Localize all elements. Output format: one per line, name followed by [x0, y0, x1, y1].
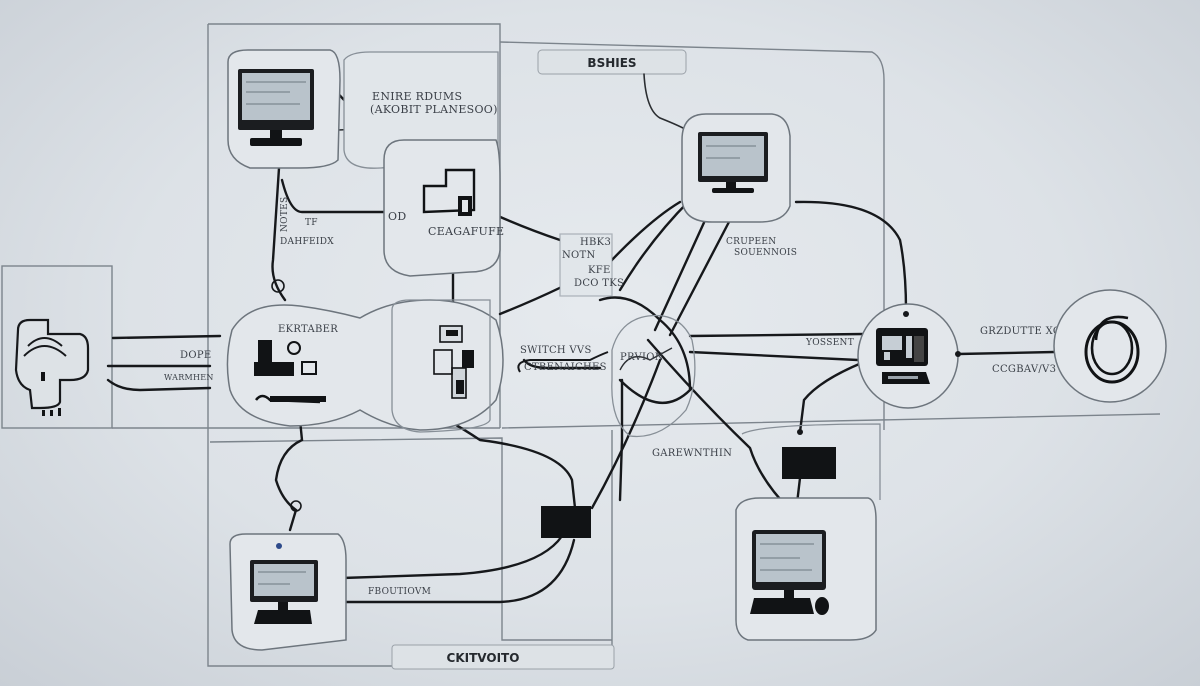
- top-banner: BSHIES: [537, 49, 687, 75]
- note-box-top: ENIRE RDUMS (AKOBIT PLANESOO): [343, 51, 499, 169]
- right-link-label: YOSSENT: [805, 338, 854, 348]
- wire-cloud-to-bottom-monitor: [274, 418, 304, 532]
- switch-label-group: SWITCH VVS CTBENAICHES: [517, 345, 609, 373]
- wire-hub-to-topmonitor-b: [618, 198, 692, 292]
- top-monitor-caption-line-2: SOUENNOIS: [734, 248, 797, 258]
- hub-note: HBK3 NOTN KFE DCO TKS: [559, 233, 624, 297]
- bottom-left-frame: [209, 437, 612, 641]
- cable-coil[interactable]: [1053, 289, 1167, 403]
- wire-camera-link-c: [106, 378, 212, 392]
- switch-box-icon: [782, 447, 836, 479]
- bottom-link-label: FBOUTIOVM: [368, 587, 431, 597]
- connector-ring-icon: [290, 500, 302, 512]
- left-wire-vertical-label: NOTES: [280, 197, 290, 233]
- workstation-bottom-left[interactable]: [229, 500, 347, 651]
- wire-bottom-monitor-return: [338, 538, 576, 604]
- wire-bottom-monitor-to-switch: [340, 534, 564, 580]
- note-line-2: (AKOBIT PLANESOO): [370, 103, 498, 116]
- top-banner-text: BSHIES: [587, 56, 636, 70]
- wire-router-to-gateway: [646, 338, 794, 514]
- wire-router-to-printer-a: [688, 332, 866, 338]
- left-wire-small-label: TF: [305, 218, 318, 228]
- hub-note-line-4: DCO TKS: [574, 278, 624, 289]
- workstation-bottom-right[interactable]: [735, 497, 877, 641]
- wire-topleft-down: [271, 166, 287, 302]
- bottom-banner-text: CKITVOITO: [447, 651, 520, 665]
- switch-label-line-1: SWITCH VVS: [520, 345, 592, 356]
- wire-router-to-printer-b: [688, 350, 860, 362]
- desktop-keyboard-icon: [250, 543, 318, 624]
- server-icon: [433, 325, 474, 399]
- port-label: OD: [388, 210, 406, 223]
- left-camera-frame: [1, 265, 113, 429]
- bottom-banner: CKITVOITO: [391, 644, 615, 670]
- wire-camera-link-a: [111, 334, 222, 340]
- wire-printer-to-coil: [956, 350, 1056, 356]
- wire-router-to-bottom-switch: [590, 358, 662, 510]
- wire-router-cloud: [598, 296, 692, 404]
- wire-router-down: [618, 378, 624, 502]
- wire-topmonitor-to-router-b: [668, 218, 732, 337]
- cable-coil-icon: [1084, 315, 1140, 384]
- server-tower[interactable]: [391, 299, 491, 433]
- wire-topmonitor-to-printer: [794, 200, 908, 312]
- switch-label-line-2: CTBENAICHES: [524, 362, 607, 373]
- left-link-lower-label: WARMHEN: [164, 373, 214, 382]
- router-label: PRVION: [620, 352, 664, 363]
- top-right-frame: [499, 41, 885, 430]
- cloud-hub[interactable]: EKRTABER: [226, 299, 504, 431]
- wire-banner-to-topmonitor: [643, 73, 684, 129]
- workstation-top-left[interactable]: [227, 49, 341, 169]
- hub-note-line-3: KFE: [588, 265, 611, 276]
- hub-note-line-1: HBK3: [580, 237, 611, 248]
- desktop-monitor-icon: [698, 132, 768, 193]
- switch-box-right[interactable]: [741, 423, 881, 500]
- desktop-keyboard-mouse-icon: [750, 530, 829, 615]
- router-node[interactable]: PRVION: [611, 314, 696, 438]
- wire-storage-to-router: [496, 214, 562, 242]
- printer-icon: [876, 328, 930, 384]
- hub-icon: [254, 340, 326, 404]
- top-monitor-caption-line-1: CRUPEEN: [726, 237, 776, 247]
- camera-icon: [14, 318, 90, 416]
- storage-device[interactable]: CEAGAFUFE OD: [383, 139, 504, 277]
- desktop-monitor-icon: [238, 69, 314, 146]
- note-line-1: ENIRE RDUMS: [372, 90, 462, 103]
- wire-topleft-to-port: [280, 178, 386, 214]
- storage-drive-icon: [422, 168, 476, 216]
- wire-printer-to-right-switch: [798, 360, 866, 434]
- switch-box-bottom[interactable]: [541, 506, 591, 538]
- gateway-label: GAREWNTHIN: [652, 448, 732, 459]
- printer-right[interactable]: [857, 303, 961, 409]
- workstation-top-center[interactable]: CRUPEEN SOUENNOIS: [681, 113, 797, 258]
- left-wire-caption: DAHFEIDX: [280, 237, 334, 247]
- security-camera[interactable]: [14, 318, 90, 416]
- hub-note-line-2: NOTN: [562, 250, 596, 261]
- left-link-upper-label: DOPE: [180, 350, 211, 361]
- cloud-hub-title: EKRTABER: [278, 324, 338, 335]
- wire-topmonitor-to-router: [653, 203, 714, 332]
- storage-device-label: CEAGAFUFE: [428, 225, 504, 238]
- connector-ring-icon: [271, 279, 285, 293]
- far-right-upper-label: GRZDUTTE XO: [980, 326, 1061, 337]
- far-right-lower-label: CCGBAV/V3: [992, 364, 1056, 375]
- router-icon: [619, 347, 673, 371]
